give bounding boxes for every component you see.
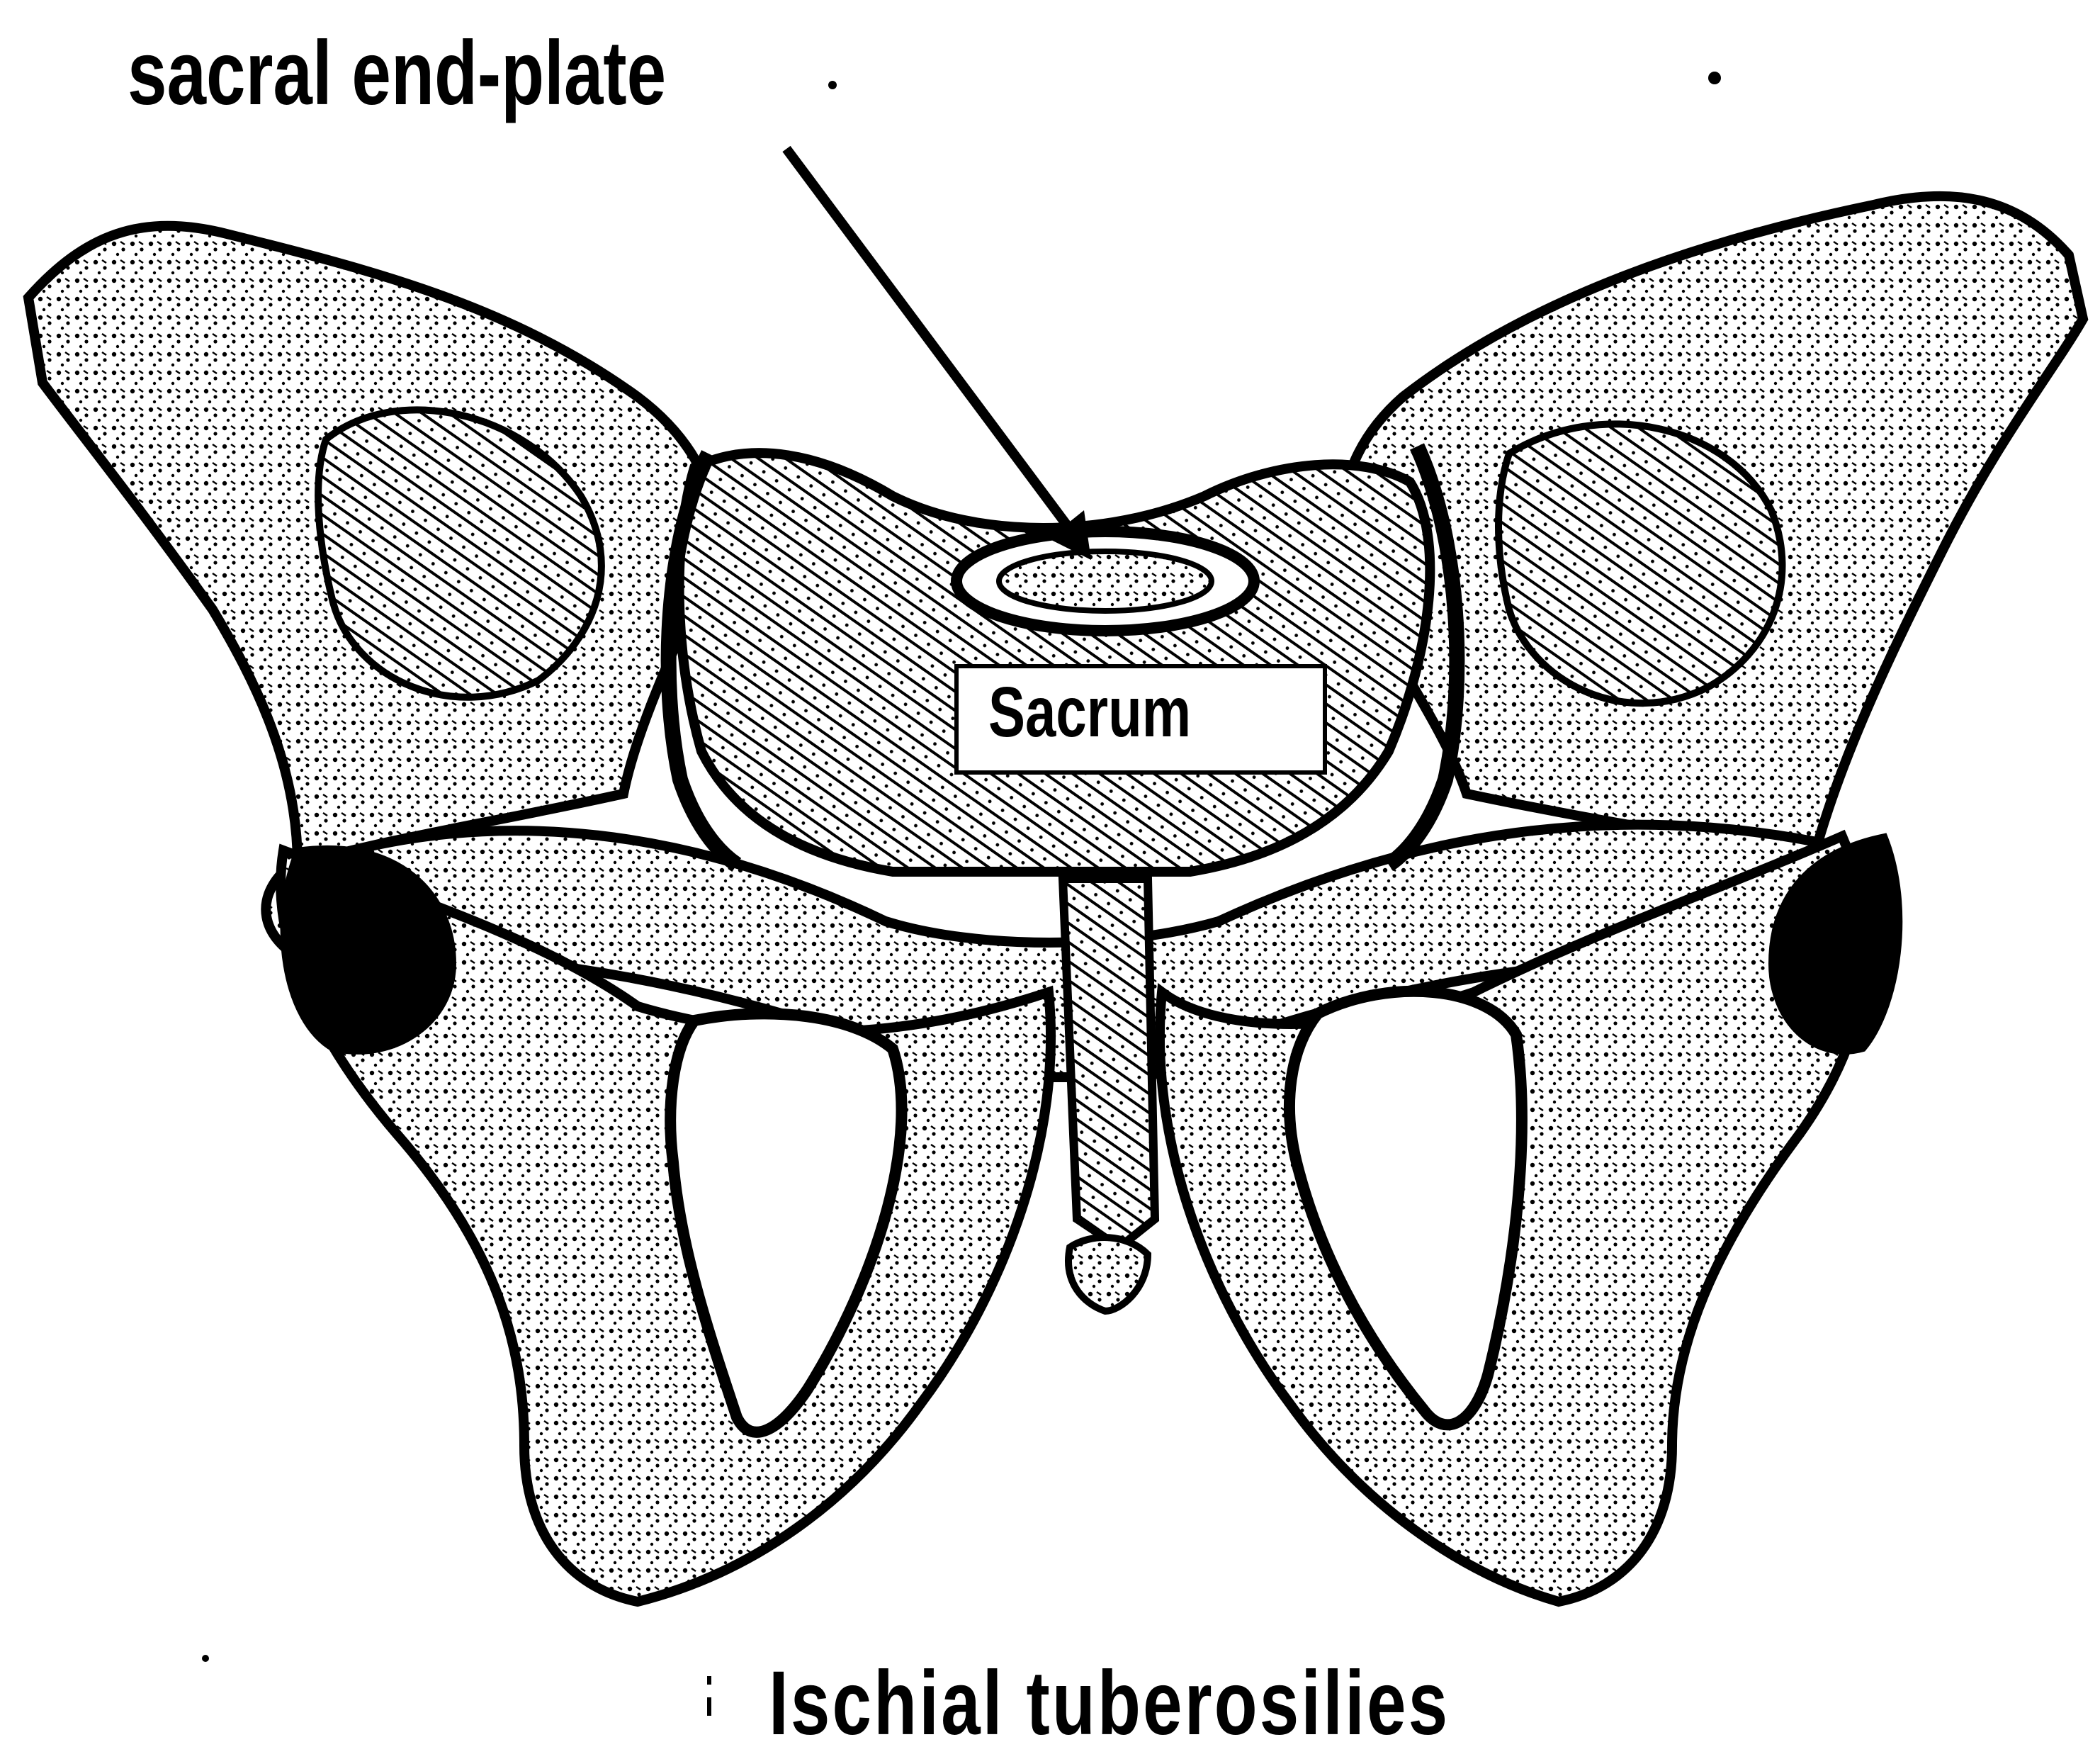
coccyx bbox=[1068, 1237, 1148, 1311]
label-sacrum: Sacrum bbox=[988, 677, 1191, 748]
scan-speck bbox=[828, 81, 837, 89]
scan-speck bbox=[707, 1676, 711, 1685]
pubic-symphysis bbox=[1063, 879, 1155, 1247]
label-ischial-tuberosities: Ischial tuberosilies bbox=[769, 1658, 1450, 1749]
label-sacral-end-plate: sacral end-plate bbox=[128, 28, 666, 119]
scan-speck bbox=[202, 1655, 209, 1662]
scan-speck bbox=[1708, 72, 1721, 84]
right-iliac-fossa bbox=[1498, 424, 1783, 703]
scan-speck bbox=[707, 1697, 711, 1716]
